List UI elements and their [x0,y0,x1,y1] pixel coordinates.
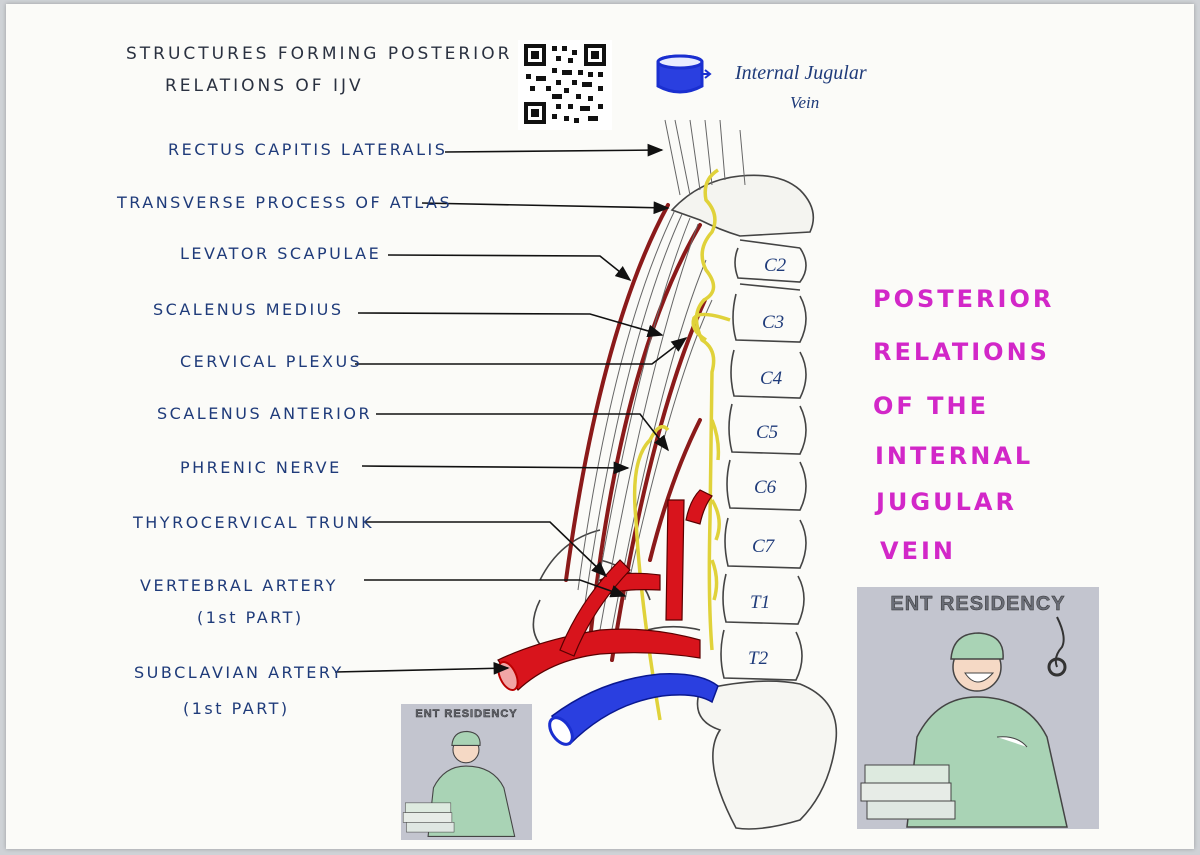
logo-title-small: ENT RESIDENCY [415,708,518,721]
legend-label-line2: Vein [790,93,820,112]
vertebra-label-c3: C3 [762,312,785,333]
ent-residency-logo-large: ENT RESIDENCY [857,587,1099,829]
vertebra-label-c5: C5 [756,422,779,443]
label-transverse-process-atlas: TRANSVERSE PROCESS OF ATLAS [117,193,453,212]
surgeon-illustration-small [402,730,516,837]
label-scalenus-medius: SCALENUS MEDIUS [153,300,344,319]
label-subclavian-artery-part: (1st PART) [183,699,290,718]
logo-title-large: ENT RESIDENCY [890,593,1066,616]
label-rectus-capitis-lateralis: RECTUS CAPITIS LATERALIS [168,140,448,159]
legend-label-line1: Internal Jugular [735,62,867,84]
page-title-line2: RELATIONS OF IJV [165,76,364,96]
blue-vein-cylinder-icon [656,54,712,94]
vertebra-label-t2: T2 [748,648,769,669]
subclavian-vein [550,673,719,746]
vertebral-column [532,174,838,830]
side-title-line5: JUGULAR [876,488,1017,516]
vein-cut-end [548,716,574,746]
surgeon-illustration [860,616,1068,828]
vertebra-label-c6: C6 [754,477,777,498]
label-levator-scapulae: LEVATOR SCAPULAE [180,244,382,263]
page-title-line1: STRUCTURES FORMING POSTERIOR [126,44,513,64]
label-vertebral-artery: VERTEBRAL ARTERY [140,576,338,595]
vertebra-label-c2: C2 [764,255,787,276]
side-title-line2: RELATIONS [873,338,1050,366]
vertebra-label-t1: T1 [750,592,771,613]
vertebra-label-c4: C4 [760,368,783,389]
label-scalenus-anterior: SCALENUS ANTERIOR [157,404,373,423]
side-title-line6: VEIN [880,537,956,565]
qr-code [518,40,612,130]
ent-residency-logo-small: ENT RESIDENCY [401,704,532,840]
side-title-line1: POSTERIOR [873,285,1055,313]
label-thyrocervical-trunk: THYROCERVICAL TRUNK [133,513,375,532]
side-title-line3: OF THE [873,392,990,420]
label-phrenic-nerve: PHRENIC NERVE [180,458,342,477]
label-cervical-plexus: CERVICAL PLEXUS [180,352,363,371]
side-title-line4: INTERNAL [875,442,1034,470]
leader-arrows [334,143,688,675]
vertebra-label-c7: C7 [752,536,775,557]
cervical-plexus [632,168,731,721]
label-vertebral-artery-part: (1st PART) [197,608,304,627]
label-subclavian-artery: SUBCLAVIAN ARTERY [134,663,344,682]
